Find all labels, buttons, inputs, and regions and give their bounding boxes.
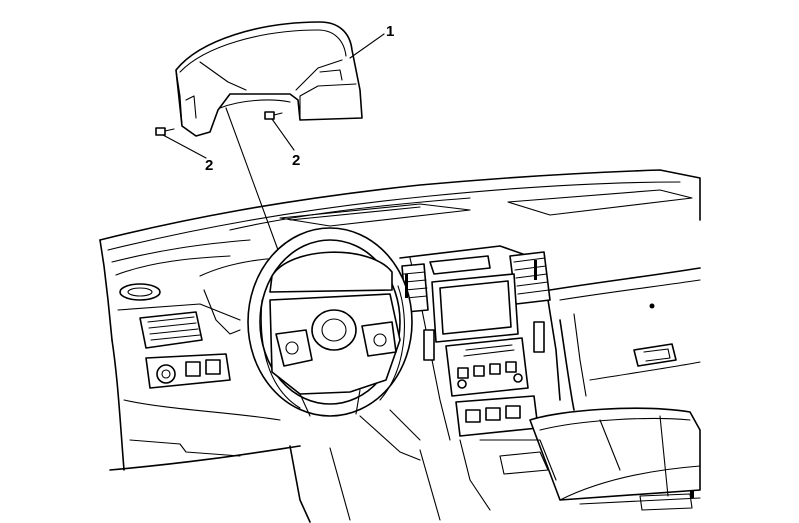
dash-accents	[405, 260, 694, 498]
callout-1: 1	[386, 23, 394, 40]
dashboard	[99, 169, 701, 523]
cluster-trim-bezel	[175, 21, 363, 137]
leader-lines	[162, 33, 385, 251]
fastener-right	[264, 111, 283, 120]
callout-2-right: 2	[292, 152, 300, 169]
callout-2-left: 2	[205, 157, 213, 174]
steering-wheel	[247, 227, 421, 461]
fastener-left	[155, 127, 175, 136]
